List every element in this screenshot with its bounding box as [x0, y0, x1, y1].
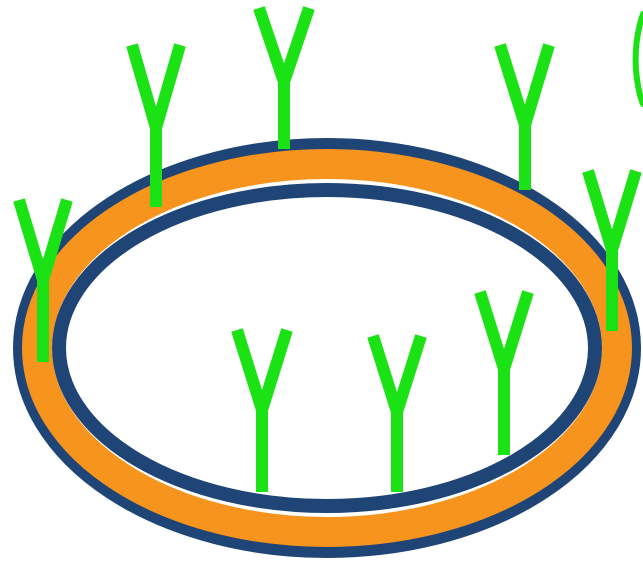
antibody [259, 8, 309, 149]
partial-arc-shape [636, 14, 643, 104]
antibody [480, 292, 528, 455]
ring-orange-band [37, 164, 617, 532]
antibody [237, 330, 287, 492]
antibody [500, 45, 549, 190]
antibody [373, 336, 421, 492]
